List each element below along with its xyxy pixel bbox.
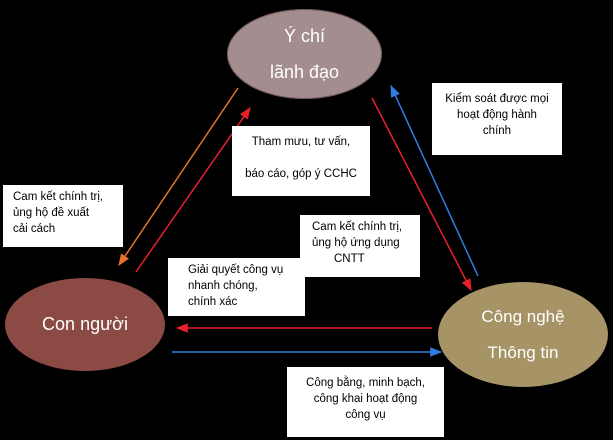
node-leadership-line1: Ý chí [283,26,326,46]
label-commit-reform-line1: Cam kết chính trị, [13,191,104,203]
label-resolve-line1: Giải quyết công vụ [188,264,284,276]
arrow-leadership-to-people [118,87,239,266]
label-advice-line2: báo cáo, góp ý CCHC [245,168,357,180]
label-commit-it-line3: CNTT [334,253,365,265]
label-resolve-line3: chính xác [188,296,238,308]
node-leadership: Ý chí lãnh đạo [227,9,382,99]
arrow-leadership-to-technology [371,97,472,292]
node-technology: Công nghệ Thông tin [438,282,608,387]
label-commit-reform: Cam kết chính trị, ủng hộ đề xuất cải cá… [3,185,123,247]
label-advice-line1: Tham mưu, tư vấn, [251,136,351,148]
node-technology-line2: Thông tin [487,342,559,362]
label-advice: Tham mưu, tư vấn, báo cáo, góp ý CCHC [232,126,370,196]
label-commit-it: Cam kết chính trị, ủng hộ ứng dụng CNTT [300,215,420,277]
node-leadership-line2: lãnh đạo [269,62,340,82]
label-fairness-line1: Công bằng, minh bạch, [306,377,425,389]
label-fairness: Công bằng, minh bạch, công khai hoạt độn… [287,367,444,437]
label-commit-reform-line2: ủng hộ đề xuất [13,207,90,219]
arrow-people-to-leadership [135,107,251,273]
label-resolve: Giải quyết công vụ nhanh chóng, chính xá… [168,258,305,316]
label-commit-it-line2: ủng hộ ứng dụng [312,237,400,249]
label-fairness-line2: công khai hoạt động [313,393,418,405]
node-people: Con người [5,278,165,371]
node-people-line1: Con người [42,314,128,334]
label-fairness-line3: công vụ [345,409,386,421]
label-commit-it-line1: Cam kết chính trị, [312,221,403,233]
node-technology-line1: Công nghệ [481,306,565,326]
label-control-line2: hoạt động hành [457,109,537,121]
label-resolve-line2: nhanh chóng, [188,280,258,292]
label-control-line3: chính [482,125,512,137]
arrow-technology-to-leadership [390,84,479,277]
label-control-line1: Kiểm soát được mọi [445,93,549,105]
label-commit-reform-line3: cải cách [13,223,56,235]
label-control: Kiểm soát được mọi hoạt động hành chính [432,83,562,155]
